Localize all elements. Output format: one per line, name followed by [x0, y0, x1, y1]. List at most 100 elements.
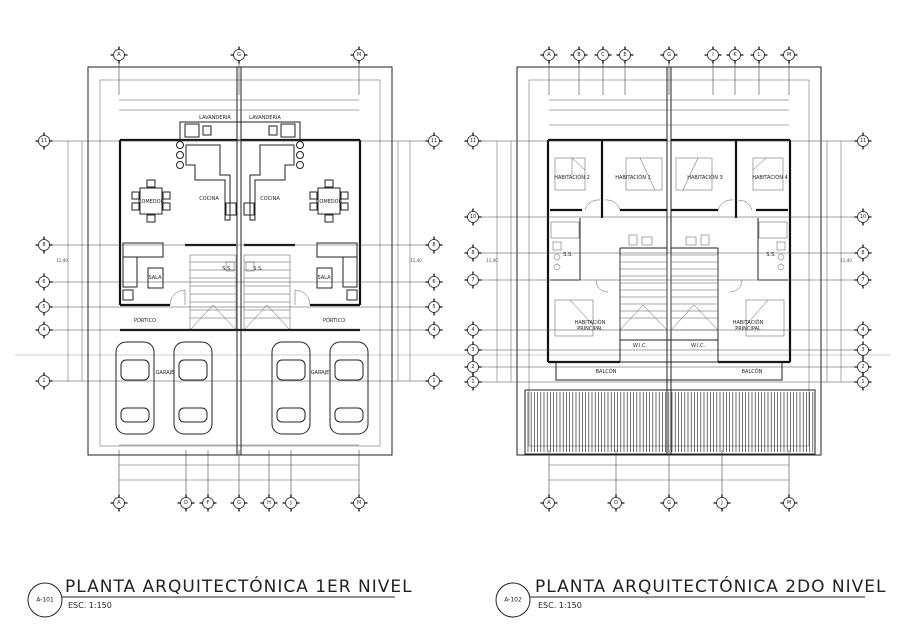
setback-line: [528, 79, 810, 447]
grid-bubble-label: C: [601, 52, 605, 58]
grid-bubble: 4: [35, 321, 53, 339]
grid-bubble-label: 10: [860, 214, 866, 220]
staircase: [189, 254, 291, 331]
grid-bubble: D: [607, 494, 625, 512]
grid-bubble: A: [540, 46, 558, 64]
grid-bubble-label: 3: [471, 347, 474, 353]
grid-bubble: 1: [464, 373, 482, 391]
title-block-level-2: A-102 PLANTA ARQUITECTÓNICA 2DO NIVEL ES…: [495, 575, 887, 618]
grid-bubble-label: L: [758, 52, 761, 58]
grid-bubble: C: [594, 46, 612, 64]
grid-bubble: 1: [35, 372, 53, 390]
sofa: [122, 242, 164, 301]
grid-bubble-label: D: [184, 500, 188, 506]
floor-plan-level-2: 11,40 11,40 HABITACIÓN 2 HABITACIÓN 1: [464, 46, 872, 512]
car: [329, 341, 369, 435]
grid-bubble-label: 2: [471, 364, 474, 370]
room-label-ss: S.S.: [766, 252, 776, 258]
dining-table: [309, 179, 349, 223]
exterior-walls: [546, 138, 792, 364]
bed: [625, 157, 663, 191]
bathroom-fixtures: [550, 221, 653, 271]
grid-bubble-label: 4: [42, 327, 45, 333]
room-label-habitacion-2: HABITACIÓN 2: [554, 174, 590, 181]
grid-bubble-label: 6: [432, 279, 435, 285]
grid-bubble: 1: [425, 372, 443, 390]
grid-bubble-label: E: [623, 52, 626, 58]
sheet-reference-circle: [495, 582, 531, 618]
room-label-habitacion-1: HABITACIÓN 1: [615, 174, 651, 181]
room-label-sala: SALA: [148, 275, 162, 281]
room-label-cocina: COCINA: [199, 196, 219, 202]
grid-bubble: J: [713, 494, 731, 512]
grid-bubble-label: A: [117, 52, 121, 58]
bed: [554, 299, 594, 337]
lot-boundary: [87, 66, 393, 456]
room-label-habitacion-principal: PRINCIPAL: [577, 326, 603, 332]
grid-bubble: L: [750, 46, 768, 64]
grid-bubble: 11: [425, 132, 443, 150]
room-label-balcon: BALCÓN: [596, 368, 617, 375]
grid-bubble-label: 4: [432, 327, 435, 333]
grid-bubble: M: [780, 494, 798, 512]
grid-bubble-label: 1: [861, 379, 864, 385]
car: [173, 341, 213, 435]
grid-bubble: 10: [464, 208, 482, 226]
grid-bubble: 5: [425, 298, 443, 316]
grid-bubble: 8: [854, 244, 872, 262]
grid-bubble: G: [230, 46, 248, 64]
grid-bubble: 11: [854, 132, 872, 150]
room-label-sala: SALA: [317, 275, 331, 281]
grid-bubble-label: G: [667, 52, 671, 58]
grid-bubble-label: M: [357, 500, 361, 506]
room-label-wic: W.I.C.: [633, 343, 648, 349]
grid-bubble: 11: [35, 132, 53, 150]
sheet-number: A-102: [504, 597, 522, 604]
grid-bubble-label: A: [117, 500, 121, 506]
bathroom-fixtures: [685, 221, 788, 271]
room-label-wic: W.I.C.: [691, 343, 706, 349]
grid-bubble-label: 4: [861, 327, 864, 333]
grid-bubble-label: 10: [470, 214, 476, 220]
grid-bubble: 7: [854, 271, 872, 289]
room-label-balcon: BALCÓN: [742, 368, 763, 375]
grid-bubble-label: 4: [471, 327, 474, 333]
grid-bubble-label: F: [207, 500, 210, 506]
drawing-scale: ESC. 1:150: [538, 601, 582, 610]
stove: [225, 202, 237, 216]
grid-bubble-label: 11: [860, 138, 866, 144]
staircase: [619, 254, 719, 331]
dining-table: [131, 179, 171, 223]
grid-bubble-label: 5: [42, 304, 45, 310]
bed: [752, 157, 784, 191]
grid-bubble-label: J: [289, 500, 291, 506]
room-label-ss: S.S.: [563, 252, 573, 258]
grid-bubble-label: I: [712, 52, 713, 58]
room-label-portico: PÓRTICO: [323, 317, 345, 324]
grid-bubble-label: B: [577, 52, 581, 58]
grid-bubble: 4: [854, 321, 872, 339]
grid-bubble-label: 5: [432, 304, 435, 310]
drawing-title: PLANTA ARQUITECTÓNICA 2DO NIVEL: [535, 575, 887, 597]
setback-line: [99, 79, 381, 447]
grid-bubble-label: A: [547, 500, 551, 506]
room-label-cocina: COCINA: [260, 196, 280, 202]
grid-bubble-label: 11: [41, 138, 47, 144]
bed: [675, 157, 713, 191]
room-label-habitacion-principal: HABITACIÓN: [575, 319, 606, 326]
grid-bubble: M: [350, 46, 368, 64]
grid-bubble: M: [350, 494, 368, 512]
grid-bubble: 8: [425, 236, 443, 254]
sofa: [316, 242, 358, 301]
grid-bubble-label: 2: [861, 364, 864, 370]
grid-bubble: 4: [425, 321, 443, 339]
car: [115, 341, 155, 435]
grid-bubble-label: M: [357, 52, 361, 58]
grid-bubble: 2: [854, 358, 872, 376]
room-label-comedor: COMEDOR: [138, 199, 165, 205]
laundry-block: [179, 121, 301, 141]
grid-bubble-label: H: [267, 500, 271, 506]
grid-bubble: 7: [464, 271, 482, 289]
total-depth-dimension: 11,40: [486, 258, 498, 263]
